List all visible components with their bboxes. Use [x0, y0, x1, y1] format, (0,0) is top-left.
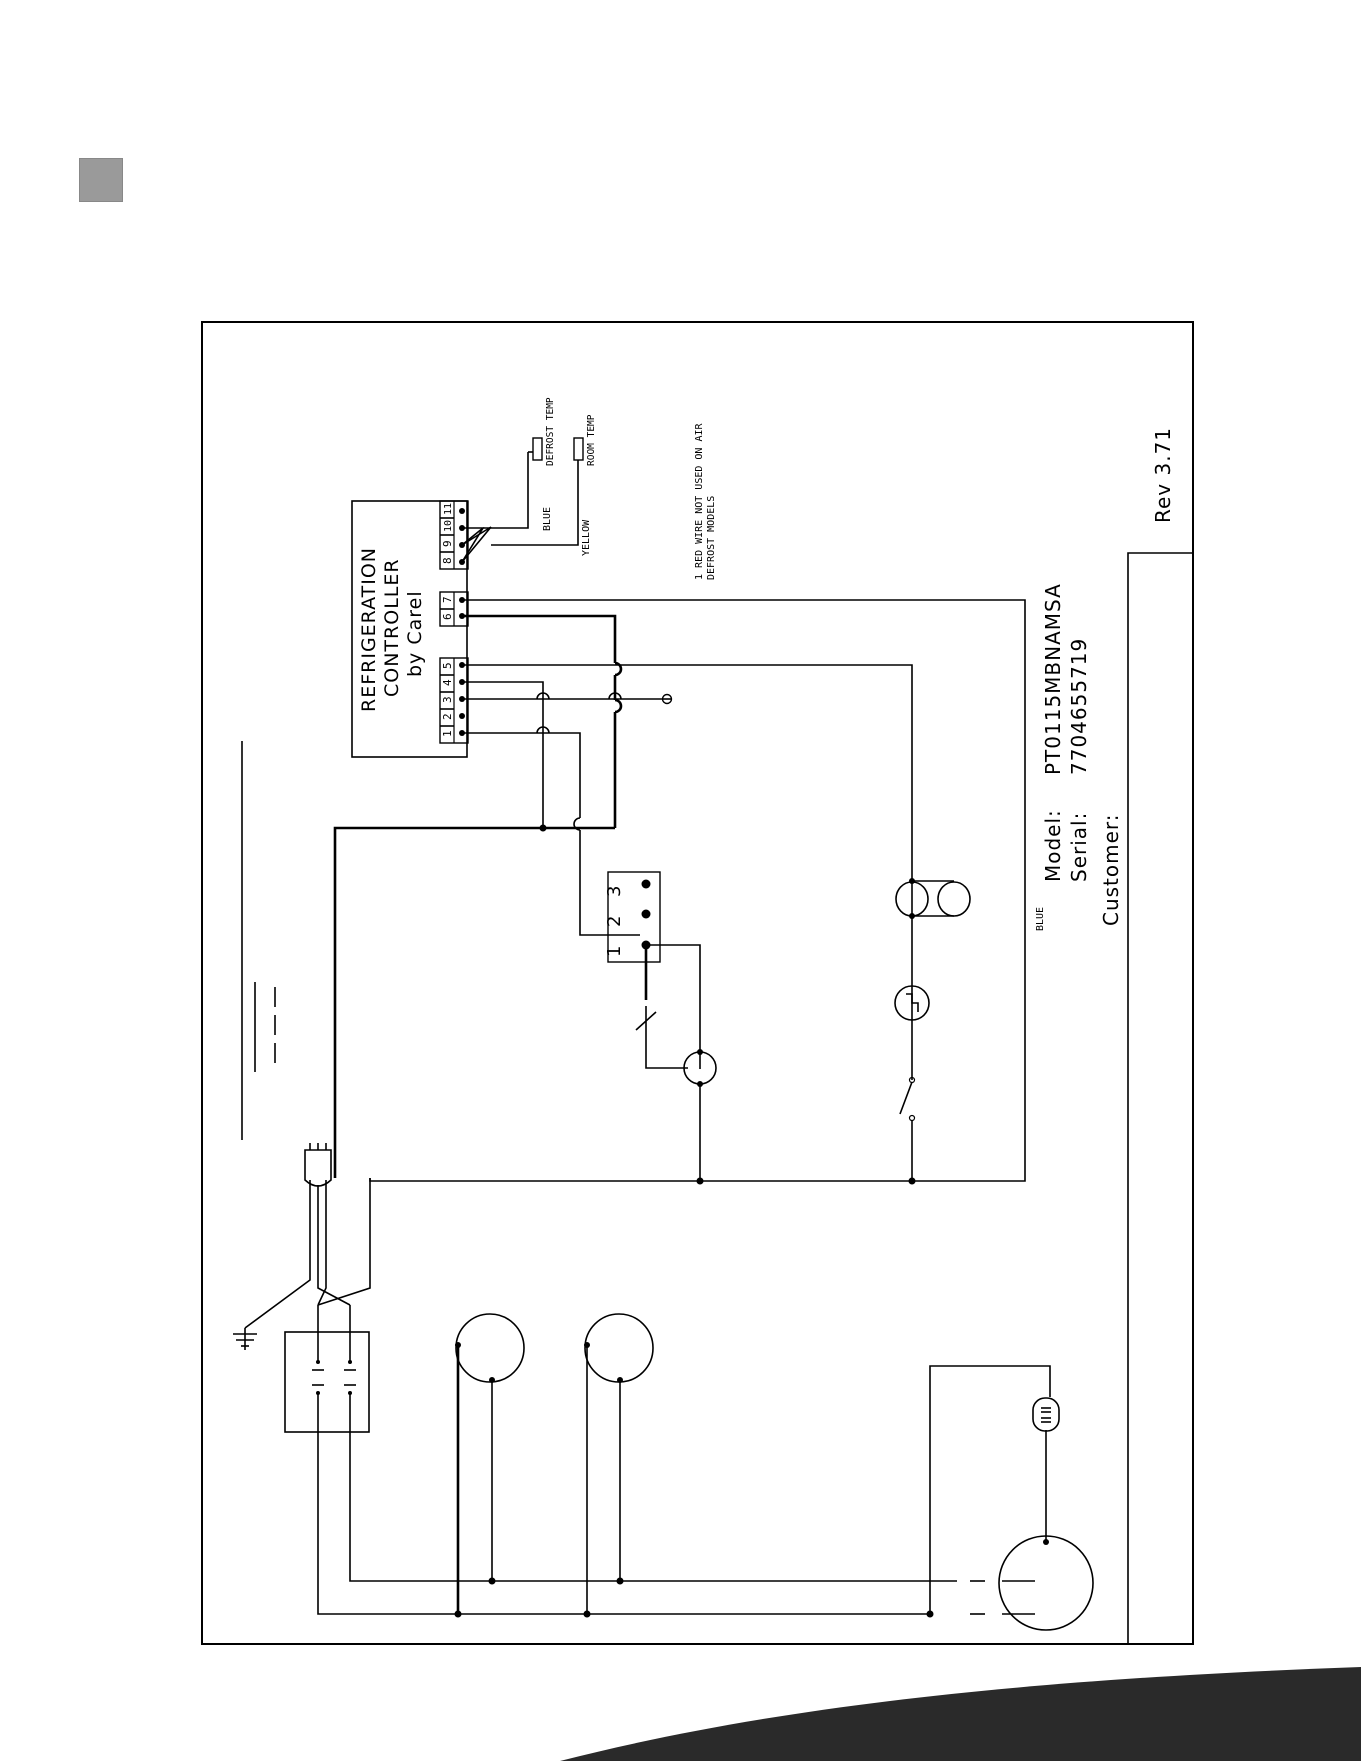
defrost-temp-label: DEFROST TEMP [545, 397, 556, 466]
note-line-1: 1 RED WIRE NOT USED ON AIR [694, 422, 705, 580]
room-sensor-icon [574, 438, 583, 460]
light-circuit [895, 878, 970, 1185]
title-block-frame [1128, 553, 1193, 1644]
compressor-motors [455, 1314, 1051, 1618]
relay-terminal-2: 2 [604, 916, 625, 927]
relay-terminal-block: 1 2 3 [604, 872, 660, 962]
footer-swoosh [560, 1667, 1361, 1761]
terminal-9: 9 [441, 540, 454, 547]
terminal-2: 2 [441, 713, 454, 720]
relay-terminal-1: 1 [604, 946, 625, 957]
fan-motor-circuit [636, 945, 716, 1185]
model-label: Model: [1041, 809, 1065, 882]
room-temp-label: ROOM TEMP [586, 414, 597, 466]
customer-label: Customer: [1099, 813, 1123, 926]
defrost-sensor-icon [533, 438, 542, 460]
serial-label: Serial: [1067, 812, 1091, 882]
lamp-icon-2 [938, 882, 970, 916]
model-value: PT0115MBNAMSA [1041, 583, 1065, 775]
plug-icon [305, 1150, 331, 1186]
blue-wire-label: BLUE [542, 507, 553, 531]
motor-2-icon [585, 1314, 653, 1382]
revision-label: Rev 3.71 [1151, 427, 1175, 523]
controller-title-1: REFRIGERATION [358, 547, 380, 712]
terminal-1: 1 [441, 730, 454, 737]
legend-lines [242, 741, 275, 1140]
control-wiring [335, 600, 1025, 1181]
terminal-10: 10 [443, 520, 454, 532]
controller-title-2: CONTROLLER [381, 558, 403, 697]
terminal-8: 8 [441, 557, 454, 564]
sensor-wiring [462, 438, 583, 562]
receptacle [999, 1398, 1093, 1630]
terminal-strip-6-7: 6 7 [440, 592, 468, 626]
serial-value: 7704655719 [1067, 638, 1091, 775]
blue-label: BLUE [1035, 907, 1046, 931]
contactor [285, 1305, 620, 1614]
motor-1-icon [456, 1314, 524, 1382]
relay-terminal-3: 3 [604, 886, 625, 897]
receptacle-icon [999, 1536, 1093, 1630]
terminal-11: 11 [443, 503, 454, 515]
terminal-7: 7 [441, 596, 454, 603]
controller-label: REFRIGERATION CONTROLLER by Carel [358, 547, 426, 712]
yellow-wire-label: YELLOW [581, 519, 592, 556]
controller-title-3: by Carel [404, 590, 426, 677]
terminal-5: 5 [441, 662, 454, 669]
capacitor-icon [1033, 1398, 1059, 1431]
terminal-3: 3 [441, 696, 454, 703]
terminal-4: 4 [441, 679, 454, 686]
terminal-strip-1-5: 1 2 3 4 5 [440, 658, 468, 743]
note-line-2: DEFROST MODELS [706, 496, 717, 580]
terminal-6: 6 [441, 613, 454, 620]
